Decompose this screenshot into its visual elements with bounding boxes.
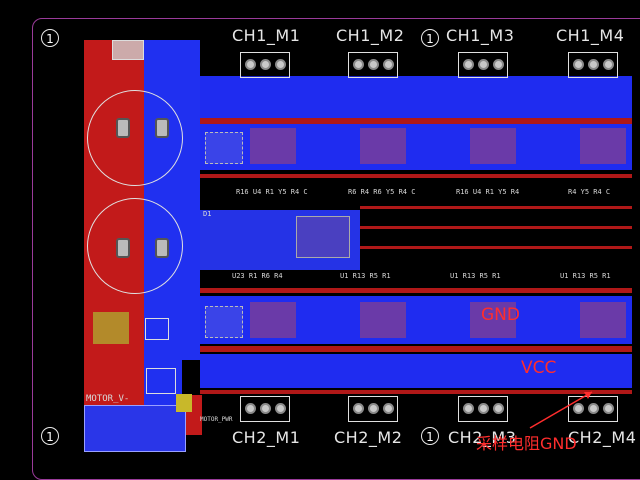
silk-row: R4 Y5 R4 C bbox=[568, 188, 611, 196]
trace-band bbox=[360, 246, 632, 249]
silk-row: U1 R13 R5 R1 bbox=[560, 272, 611, 280]
power-pad-bottom bbox=[84, 405, 186, 452]
ic-footprint bbox=[250, 128, 296, 164]
annotation-arrow bbox=[529, 391, 593, 429]
trace-band bbox=[200, 288, 632, 293]
mount-hole: 1 bbox=[421, 427, 439, 445]
ic-footprint bbox=[360, 128, 406, 164]
silk-row: D1 bbox=[203, 210, 212, 218]
ic-footprint bbox=[470, 302, 516, 338]
channel-label-ch2-m3: CH2_M3 bbox=[448, 428, 517, 447]
mount-hole: 1 bbox=[421, 29, 439, 47]
silk-row: R16 U4 R1 Y5 R4 bbox=[456, 188, 520, 196]
trace-band bbox=[200, 118, 632, 124]
connector-ch1-m1 bbox=[240, 52, 290, 78]
capacitor-pin bbox=[116, 238, 130, 258]
ic-footprint bbox=[296, 216, 350, 258]
capacitor-2 bbox=[87, 198, 183, 294]
trace-band bbox=[200, 390, 632, 394]
connector-pad bbox=[112, 40, 144, 60]
ic-footprint bbox=[580, 128, 626, 164]
ic-footprint bbox=[580, 302, 626, 338]
trace-band bbox=[200, 174, 632, 178]
connector-ch1-m3 bbox=[458, 52, 508, 78]
ic-footprint bbox=[470, 128, 516, 164]
plane-lower-2 bbox=[200, 354, 632, 388]
capacitor-pin bbox=[155, 238, 169, 258]
silk-row: U1 R13 R5 R1 bbox=[340, 272, 391, 280]
channel-label-ch1-m2: CH1_M2 bbox=[336, 26, 405, 45]
ic-footprint bbox=[205, 132, 243, 164]
power-terminal-pad bbox=[176, 394, 192, 412]
connector-ch2-m3 bbox=[458, 396, 508, 422]
channel-label-ch2-m1: CH2_M1 bbox=[232, 428, 301, 447]
capacitor-pin bbox=[155, 118, 169, 138]
sense-gnd-annotation: 采样电阻GND bbox=[476, 434, 577, 453]
trace-band bbox=[200, 346, 632, 352]
silk-row: U23 R1 R6 R4 bbox=[232, 272, 283, 280]
ic-footprint bbox=[205, 306, 243, 338]
silk-row: U1 R13 R5 R1 bbox=[450, 272, 501, 280]
vcc-annotation: VCC bbox=[521, 358, 557, 378]
trace-band bbox=[360, 226, 632, 229]
ic-footprint bbox=[250, 302, 296, 338]
motor-neg-label: MOTOR_V- bbox=[86, 394, 130, 404]
ic-footprint bbox=[360, 302, 406, 338]
connector-ch2-m1 bbox=[240, 396, 290, 422]
capacitor-pin bbox=[116, 118, 130, 138]
connector-ch1-m4 bbox=[568, 52, 618, 78]
silk-row: R6 R4 R6 Y5 R4 C bbox=[348, 188, 416, 196]
channel-label-ch2-m2: CH2_M2 bbox=[334, 428, 403, 447]
connector-ch1-m2 bbox=[348, 52, 398, 78]
capacitor-1 bbox=[87, 90, 183, 186]
motor-pwr-label: MOTOR_PWR bbox=[200, 416, 233, 423]
channel-label-ch1-m3: CH1_M3 bbox=[446, 26, 515, 45]
gnd-annotation: GND bbox=[481, 305, 520, 325]
mount-hole: 1 bbox=[41, 427, 59, 445]
power-terminal bbox=[146, 368, 176, 394]
plane-upper bbox=[200, 76, 632, 118]
silk-row: R16 U4 R1 Y5 R4 C bbox=[236, 188, 308, 196]
channel-label-ch1-m4: CH1_M4 bbox=[556, 26, 625, 45]
mount-hole: 1 bbox=[41, 29, 59, 47]
fuse-pad bbox=[93, 312, 129, 344]
connector-ch2-m2 bbox=[348, 396, 398, 422]
trace-band bbox=[360, 206, 632, 209]
channel-label-ch1-m1: CH1_M1 bbox=[232, 26, 301, 45]
fuse-pad bbox=[145, 318, 169, 340]
channel-label-ch2-m4: CH2_M4 bbox=[568, 428, 637, 447]
